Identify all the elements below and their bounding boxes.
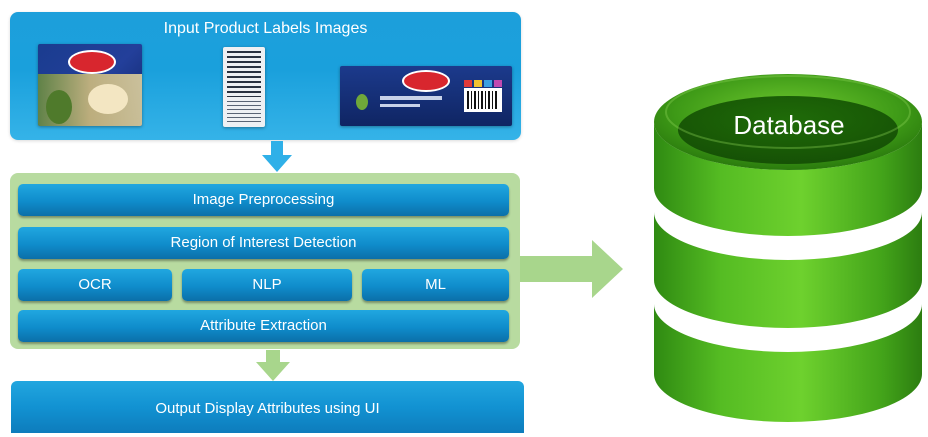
roi-detection-step: Region of Interest Detection	[18, 227, 509, 259]
pasta-box-front-image	[38, 44, 142, 126]
brand-logo-icon	[68, 50, 116, 74]
brand-logo-icon	[402, 70, 450, 92]
ml-step: ML	[362, 269, 509, 301]
barcode-icon	[464, 88, 502, 112]
output-display-bar: Output Display Attributes using UI	[11, 381, 524, 433]
arrow-right-icon	[520, 240, 623, 298]
nutrition-label-image	[223, 47, 265, 127]
attribute-extraction-step: Attribute Extraction	[18, 310, 509, 342]
input-panel-title: Input Product Labels Images	[163, 20, 368, 37]
arrow-down-icon	[262, 141, 292, 172]
database-cylinder-icon	[654, 74, 922, 422]
nlp-step: NLP	[182, 269, 352, 301]
processing-pipeline-panel: Image Preprocessing Region of Interest D…	[10, 173, 520, 349]
pasta-box-side-image	[340, 66, 512, 126]
arrow-down-icon	[256, 350, 290, 381]
input-images-panel: Input Product Labels Images	[10, 12, 521, 140]
ocr-step: OCR	[18, 269, 172, 301]
database-label: Database	[733, 110, 845, 140]
image-preprocessing-step: Image Preprocessing	[18, 184, 509, 216]
